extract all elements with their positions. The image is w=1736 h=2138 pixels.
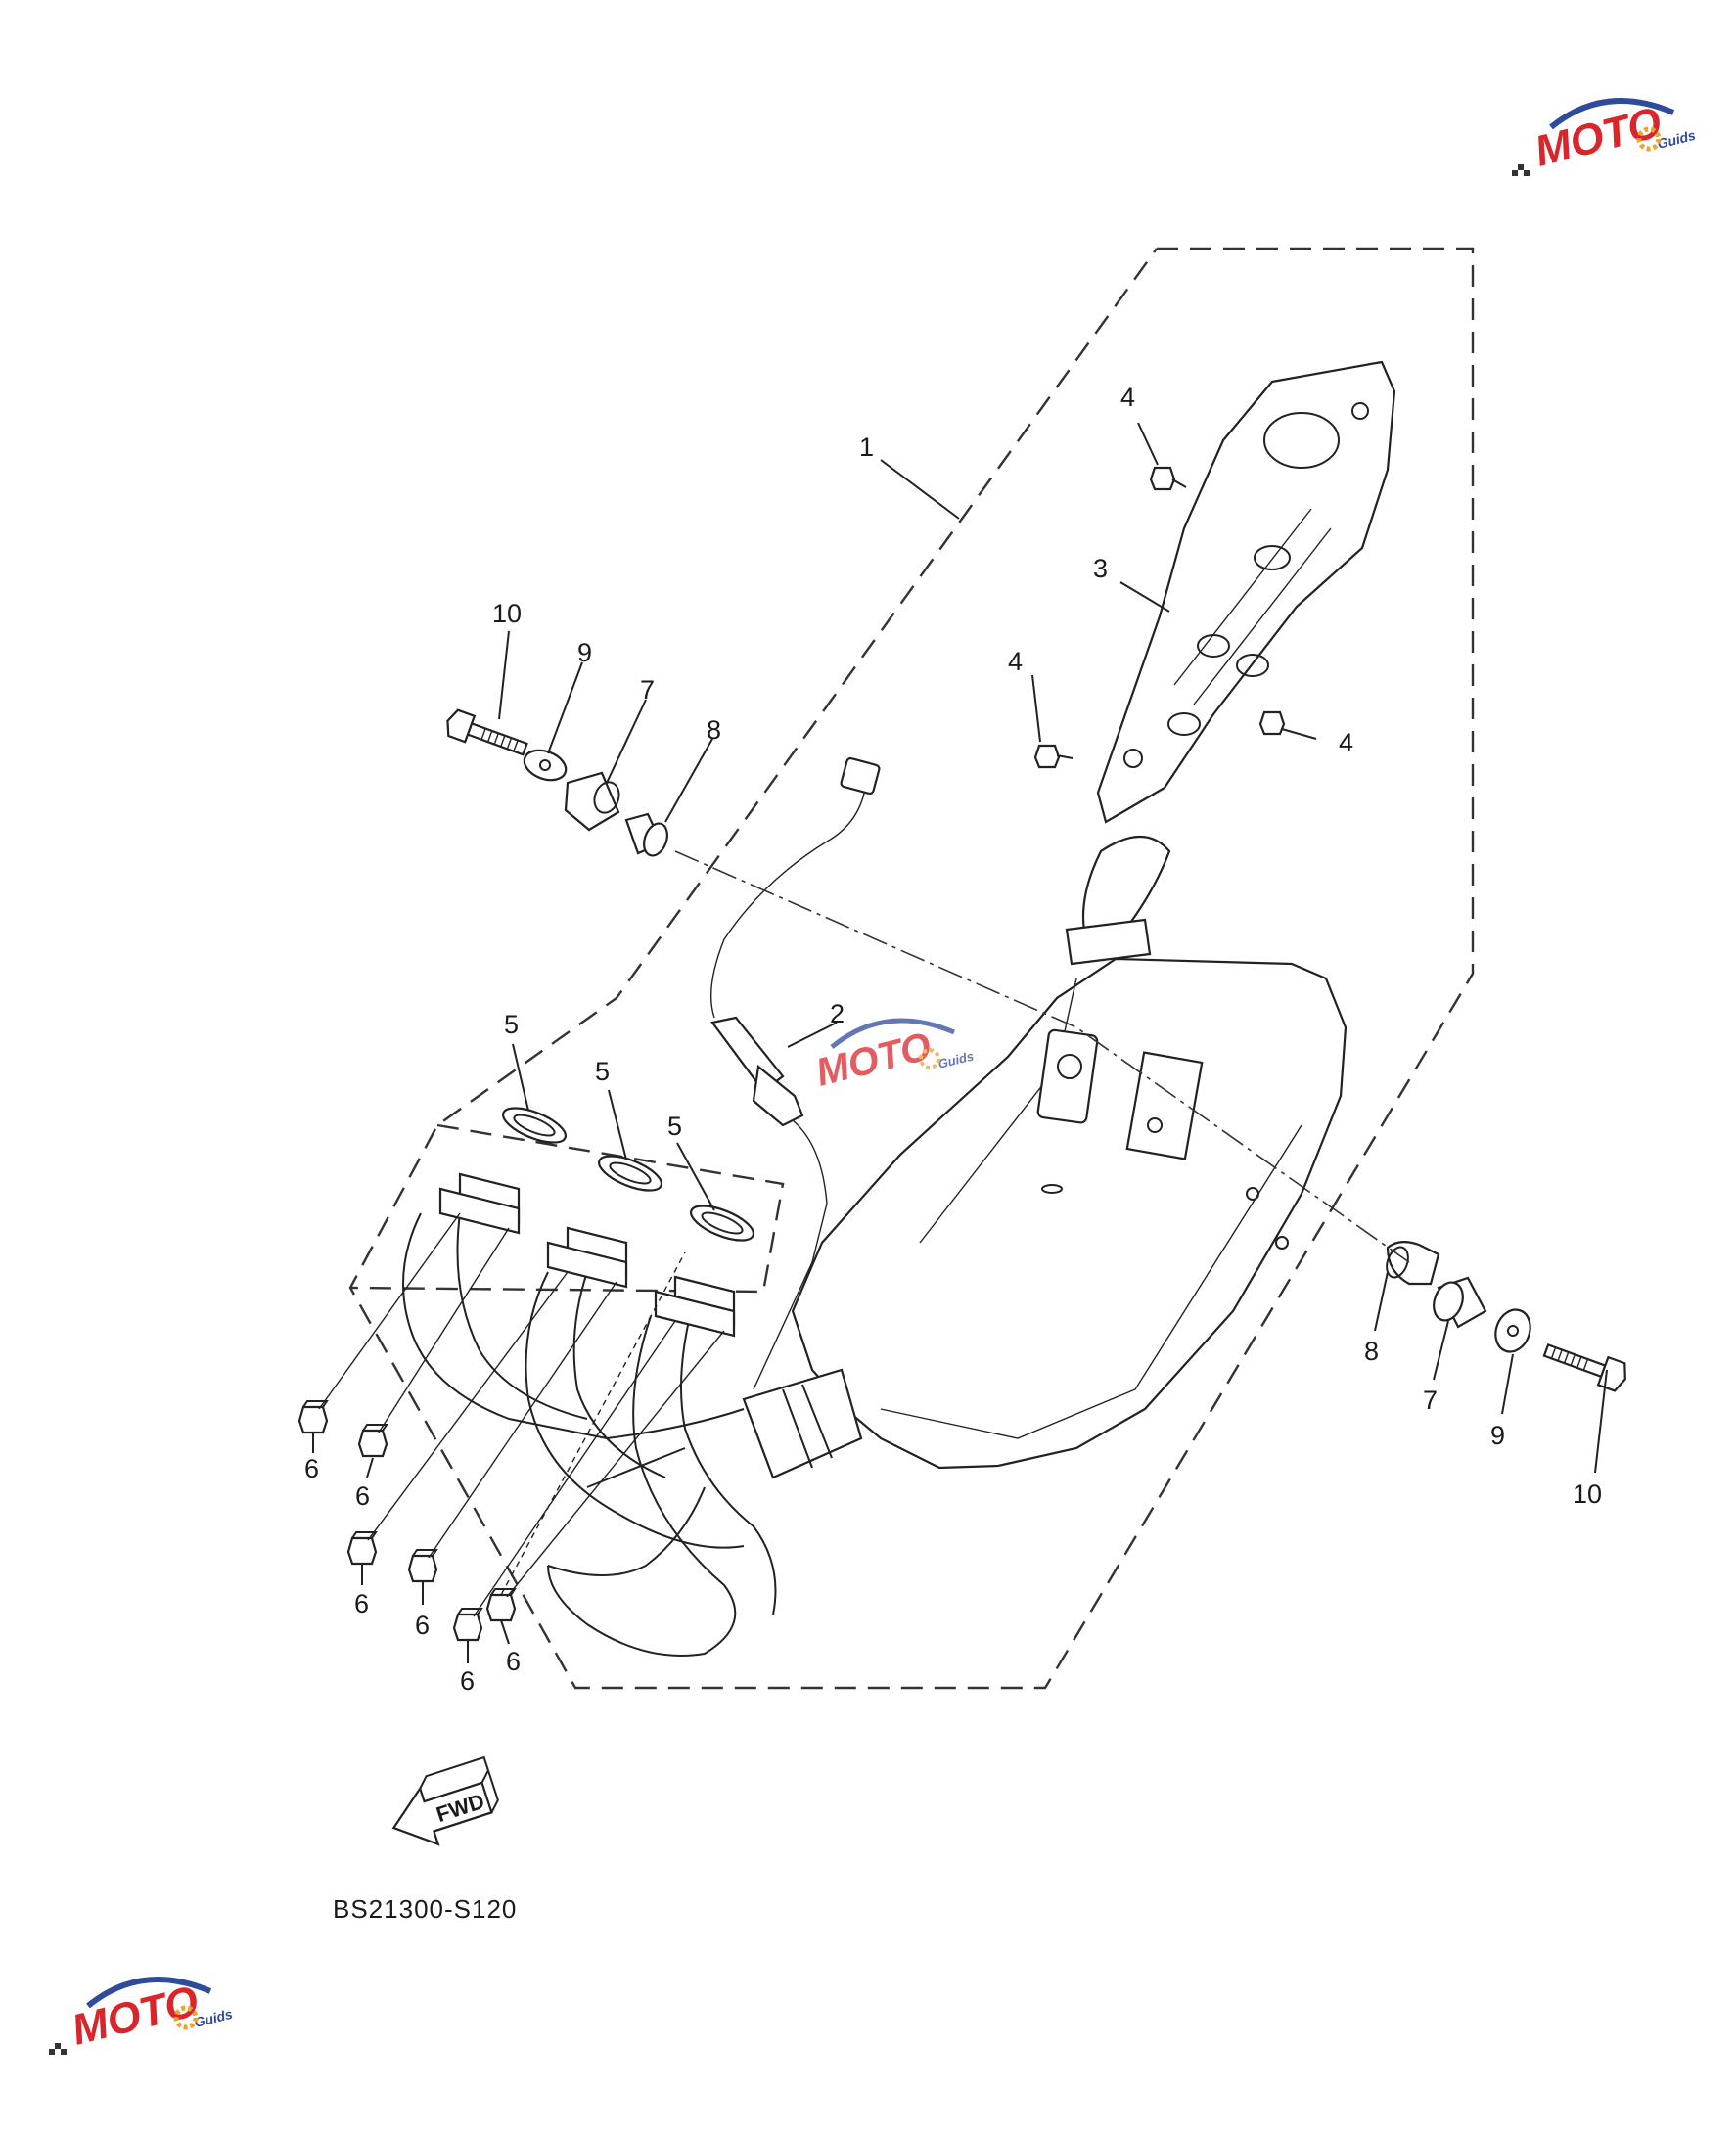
header-group-boundary	[349, 1123, 785, 1294]
leader-lines	[312, 422, 1608, 1663]
flange-nuts	[297, 1212, 725, 1642]
callout-3: 3	[1093, 554, 1108, 583]
shield-bolts	[1033, 466, 1286, 769]
right-mount-hardware	[1386, 1241, 1626, 1392]
callout-6: 6	[415, 1611, 430, 1640]
callout-9: 9	[1490, 1421, 1505, 1450]
watermark-text: MOTO	[812, 1024, 936, 1095]
watermark-subtext: Guids	[937, 1048, 975, 1070]
watermark-top: MOTO Guids	[1512, 98, 1697, 176]
gaskets	[502, 1107, 754, 1242]
left-mount-hardware	[446, 708, 668, 857]
callout-5: 5	[595, 1057, 610, 1086]
callout-4: 4	[1339, 728, 1353, 757]
callout-6: 6	[354, 1589, 369, 1618]
callout-10: 10	[1573, 1479, 1602, 1509]
callout-4: 4	[1120, 383, 1135, 412]
callout-5: 5	[667, 1112, 682, 1141]
callout-5: 5	[504, 1010, 519, 1039]
callout-1: 1	[859, 432, 874, 462]
callout-8: 8	[1364, 1337, 1379, 1366]
callout-6: 6	[304, 1454, 319, 1483]
callout-9: 9	[577, 638, 592, 667]
callout-6: 6	[355, 1481, 370, 1511]
heat-shield	[1096, 360, 1396, 824]
callout-6: 6	[460, 1666, 475, 1696]
watermark-text: MOTO	[1530, 98, 1667, 175]
fwd-arrow: FWD	[391, 1755, 499, 1846]
assembly-boundary	[348, 247, 1475, 1690]
callout-10: 10	[492, 599, 522, 628]
callouts: 1 2 3 4 4 4 5 5 5 6 6 6 6 6 6 7 7 8 8 9 …	[304, 383, 1602, 1696]
o2-sensor	[710, 756, 881, 1390]
header-pipes	[402, 1172, 777, 1657]
muffler-body	[742, 835, 1348, 1479]
callout-6: 6	[506, 1647, 521, 1676]
callout-4: 4	[1008, 647, 1023, 676]
callout-8: 8	[707, 715, 721, 745]
diagram-code: BS21300-S120	[333, 1894, 517, 1924]
watermark-middle: MOTO Guids	[812, 1018, 975, 1095]
callout-7: 7	[1423, 1386, 1438, 1415]
watermark-text: MOTO	[68, 1977, 204, 2054]
callout-7: 7	[640, 675, 655, 705]
mount-axis-line	[674, 850, 1410, 1263]
callout-2: 2	[830, 999, 845, 1028]
watermark-bottom: MOTO Guids	[49, 1977, 234, 2055]
